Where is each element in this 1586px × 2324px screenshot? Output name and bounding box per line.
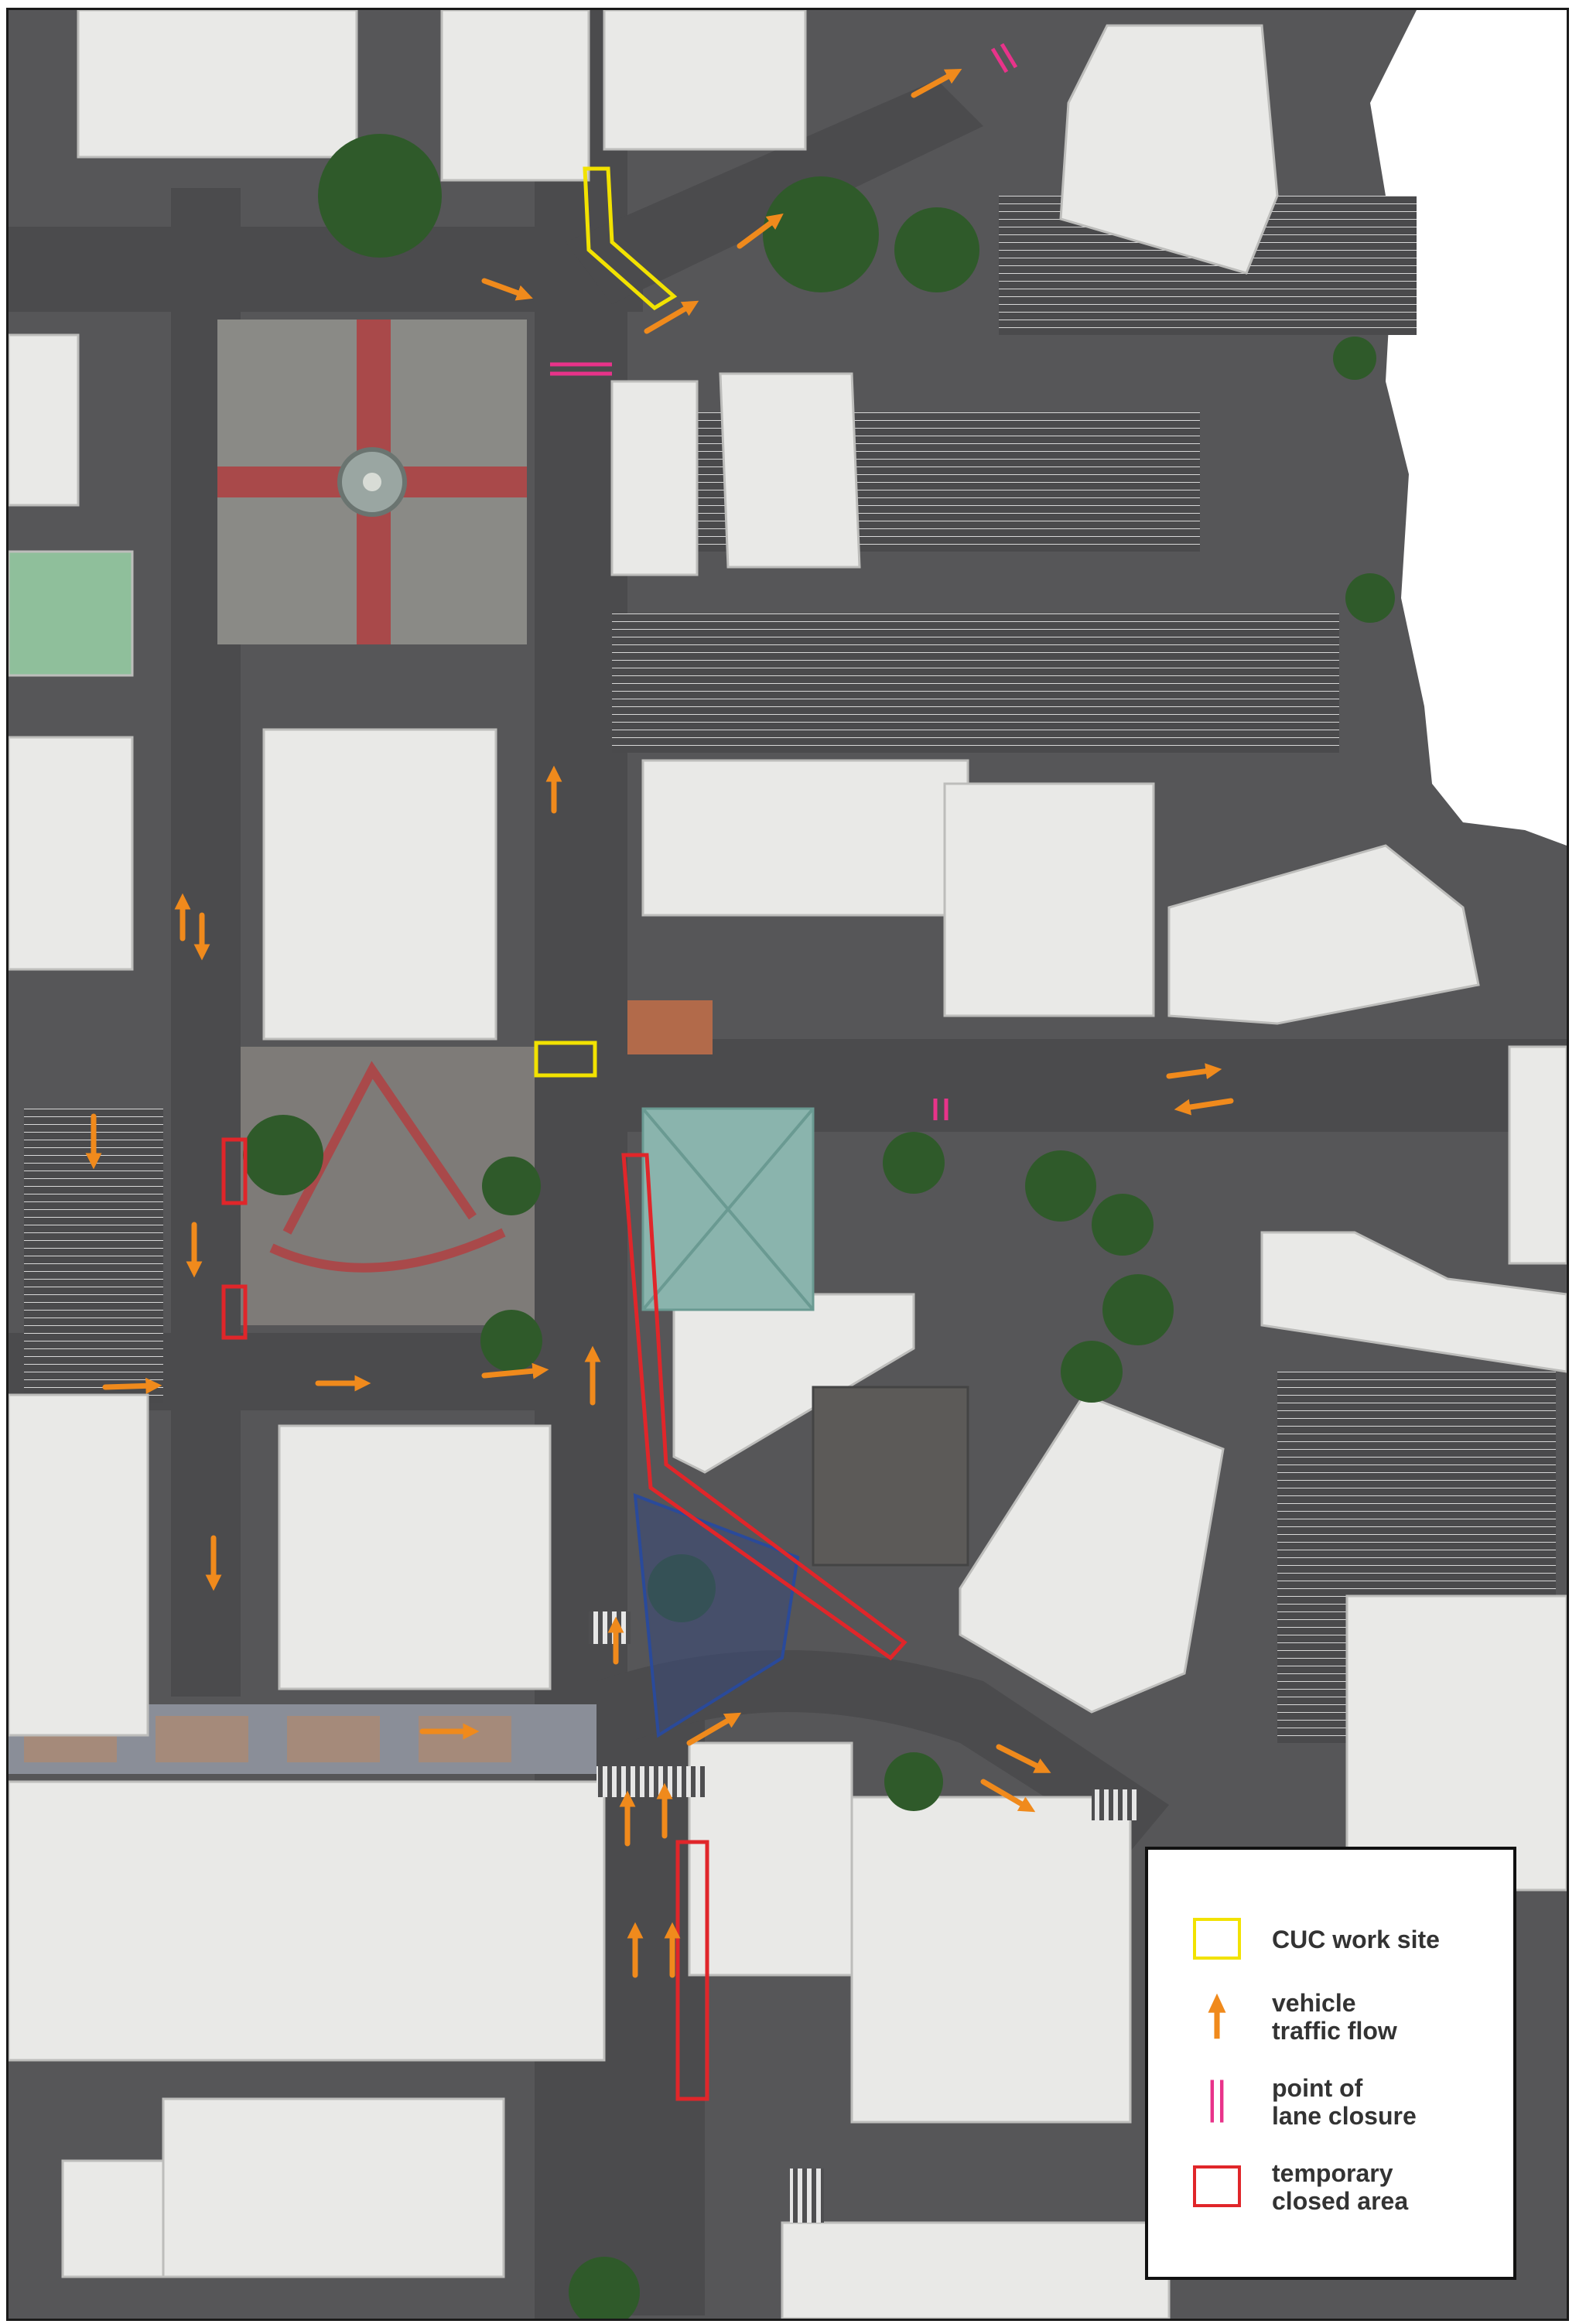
closed-area-2 — [221, 1284, 248, 1340]
work-site-square-icon — [1193, 1918, 1241, 1960]
building-c — [603, 10, 807, 151]
building-g — [719, 372, 861, 569]
building-q — [1260, 1231, 1567, 1373]
traffic-arrow — [1166, 1063, 1222, 1080]
plaza-top — [217, 320, 527, 644]
traffic-arrow — [996, 1744, 1051, 1773]
building-s — [688, 1741, 853, 1977]
traffic-arrow — [737, 214, 784, 249]
aerial-map-drawing — [9, 10, 1567, 2319]
building-m — [9, 1393, 149, 1737]
road-curve-bottom — [596, 1650, 1169, 1851]
building-a — [77, 10, 358, 159]
lane-closure-icon — [1210, 2080, 1224, 2123]
lane-closure-1 — [990, 43, 1018, 73]
traffic-arrow-icon — [1208, 1993, 1226, 2039]
building-y — [1508, 1045, 1567, 1265]
promenade — [9, 1704, 596, 1774]
building-n — [278, 1424, 552, 1690]
traffic-arrow — [980, 1779, 1036, 1813]
aerial-map — [6, 8, 1569, 2321]
building-j — [641, 759, 969, 917]
legend-label: temporary closed area — [1272, 2159, 1409, 2215]
traffic-arrow — [1174, 1098, 1234, 1116]
building-d — [1059, 24, 1279, 275]
lane-closures — [550, 43, 1018, 1120]
traffic-arrows — [85, 68, 1234, 1978]
traffic-arrow — [644, 300, 699, 334]
legend-label: CUC work site — [1272, 1926, 1440, 1953]
buildings — [9, 10, 1567, 2319]
building-b — [440, 10, 590, 182]
building-k — [943, 782, 1155, 1017]
road-diagonal-top — [566, 80, 983, 304]
building-h — [9, 736, 134, 971]
parking-lot-north — [612, 412, 1200, 552]
building-brown-roof — [627, 1000, 713, 1054]
traffic-arrow — [102, 1377, 162, 1394]
traffic-arrow — [686, 1712, 742, 1746]
building-dark-roof — [812, 1386, 969, 1567]
building-l — [1167, 844, 1480, 1025]
building-u — [9, 1780, 606, 2062]
traffic-arrow — [911, 68, 962, 98]
building-t — [850, 1796, 1132, 2124]
building-o — [672, 1293, 915, 1474]
sea-area — [1370, 10, 1567, 846]
building-e — [9, 333, 80, 507]
closed-area-square-icon — [1193, 2165, 1241, 2207]
closed-area-3 — [621, 1153, 908, 1661]
legend-label: point of lane closure — [1272, 2074, 1417, 2130]
building-r — [1345, 1594, 1567, 1892]
lane-closure-2 — [550, 362, 612, 376]
building-green-roof — [9, 550, 134, 677]
building-f — [610, 380, 699, 576]
closed-area-4 — [675, 1840, 709, 2101]
parking-lots — [24, 196, 1556, 1743]
legend-label: vehicle traffic flow — [1272, 1989, 1397, 2045]
building-v — [162, 2097, 505, 2278]
road-horizontal-top — [9, 227, 643, 312]
closed-area-1 — [221, 1137, 248, 1205]
parking-lot-center — [612, 613, 1339, 753]
traffic-arrow — [481, 1362, 549, 1379]
building-i — [262, 728, 497, 1041]
cuc-work-site-1 — [583, 166, 678, 311]
pedestrian-zone — [633, 1492, 800, 1738]
cuc-work-sites — [534, 166, 678, 1078]
trees — [243, 134, 1395, 2319]
traffic-arrow — [481, 278, 533, 301]
lane-closure-3 — [933, 1099, 949, 1120]
building-w — [61, 2159, 165, 2278]
cuc-work-site-2 — [534, 1041, 597, 1078]
map-legend: CUC work site vehicle traffic flow point… — [1145, 1847, 1516, 2280]
crosswalks — [589, 1611, 1138, 2223]
closed-areas — [221, 1137, 908, 2101]
building-x — [781, 2221, 1171, 2319]
